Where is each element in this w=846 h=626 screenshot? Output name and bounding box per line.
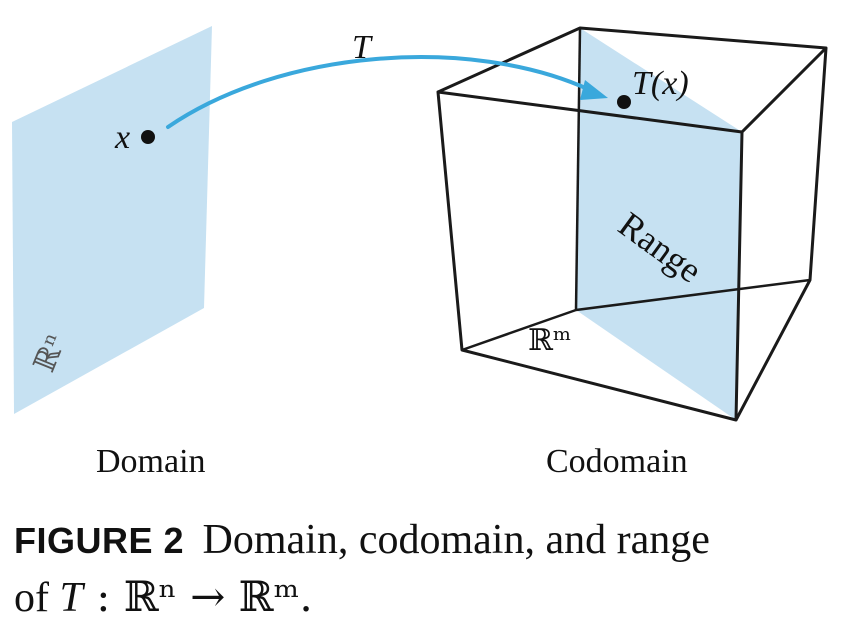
domain-plane <box>12 26 212 414</box>
figure-caption: FIGURE 2 Domain, codomain, and range of … <box>14 512 834 626</box>
caption-T: T <box>59 575 83 621</box>
codomain-space-label: ℝᵐ <box>528 323 571 358</box>
cube-right-edges <box>734 47 828 421</box>
point-x <box>141 130 155 144</box>
caption-line1: Domain, codomain, and range <box>202 517 710 563</box>
codomain-cube <box>436 26 828 422</box>
map-arrow-head <box>580 80 608 100</box>
cube-top-back-edges <box>437 26 828 134</box>
domain-label: Domain <box>96 443 206 480</box>
figure-number: FIGURE 2 <box>14 520 185 561</box>
point-tx-label: T(x) <box>632 65 689 102</box>
cube-back-vertical-edge <box>574 27 582 311</box>
point-tx <box>617 95 631 109</box>
point-x-label: x <box>114 119 130 156</box>
caption-of: of <box>14 575 49 621</box>
cube-back-bottom-edges <box>461 278 811 352</box>
codomain-label: Codomain <box>546 443 688 480</box>
caption-mapping: : ℝⁿ → ℝᵐ. <box>82 572 313 621</box>
map-arrow <box>166 55 592 129</box>
map-label: T <box>352 29 373 66</box>
